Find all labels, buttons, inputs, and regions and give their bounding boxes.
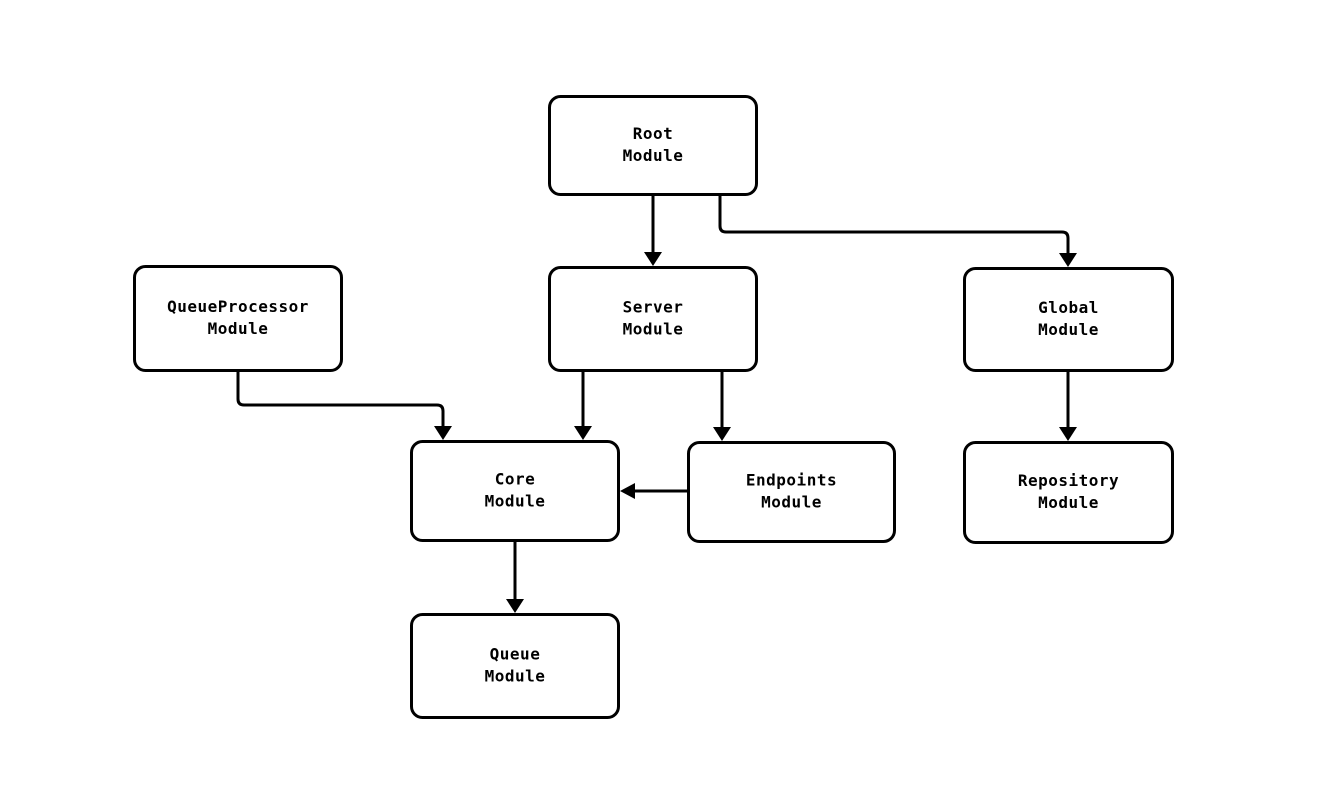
edges-layer	[236, 196, 1077, 613]
node-label-line1: Repository	[1018, 471, 1119, 490]
edge-queueprocessor-core	[236, 372, 452, 440]
node-label-line2: Module	[623, 146, 684, 165]
arrow-head-icon	[574, 426, 592, 440]
arrow-head-icon	[620, 483, 635, 499]
arrow-head-icon	[1059, 427, 1077, 441]
node-label-line1: Root	[633, 124, 674, 143]
node-box[interactable]	[410, 613, 620, 719]
node-label-line2: Module	[208, 319, 269, 338]
arrow-head-icon	[1059, 253, 1077, 267]
node-label-line1: Queue	[490, 645, 541, 664]
edge-line	[718, 196, 1070, 253]
edge-root-server	[644, 196, 662, 266]
node-label-line1: Server	[623, 298, 684, 317]
node-box[interactable]	[133, 265, 343, 372]
arrow-head-icon	[644, 252, 662, 266]
node-box[interactable]	[548, 95, 758, 196]
arrow-head-icon	[713, 427, 731, 441]
node-label-line1: Global	[1038, 298, 1099, 317]
node-label-line2: Module	[485, 667, 546, 686]
node-label-line1: Endpoints	[746, 471, 837, 490]
edge-line	[236, 372, 445, 426]
node-label-line1: Core	[495, 470, 536, 489]
node-label-line2: Module	[485, 492, 546, 511]
node-box[interactable]	[963, 267, 1174, 372]
node-box[interactable]	[687, 441, 896, 543]
edge-server-endpoints	[713, 372, 731, 441]
node-label-line2: Module	[623, 320, 684, 339]
edge-core-queue	[506, 542, 524, 613]
node-label-line1: QueueProcessor	[167, 297, 309, 316]
node-label-line2: Module	[1038, 320, 1099, 339]
edge-root-global	[718, 196, 1077, 267]
node-label-line2: Module	[1038, 493, 1099, 512]
edge-endpoints-core	[620, 483, 687, 499]
nodes-layer: RootModuleQueueProcessorModuleServerModu…	[133, 95, 1174, 719]
node-box[interactable]	[548, 266, 758, 372]
edge-global-repository	[1059, 372, 1077, 441]
node-label-line2: Module	[761, 493, 822, 512]
node-box[interactable]	[410, 440, 620, 542]
node-box[interactable]	[963, 441, 1174, 544]
arrow-head-icon	[434, 426, 452, 440]
arrow-head-icon	[506, 599, 524, 613]
edge-server-core	[574, 372, 592, 440]
